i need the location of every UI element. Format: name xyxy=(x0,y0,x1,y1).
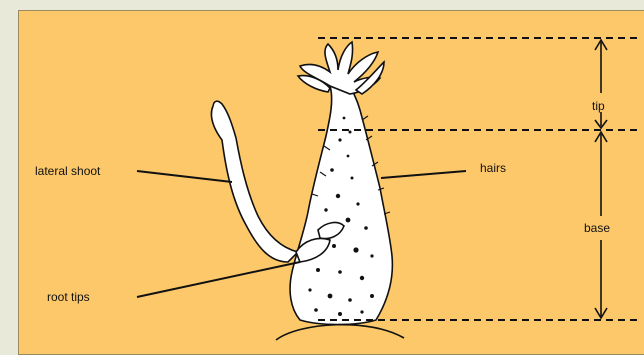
label-tip: tip xyxy=(592,99,605,113)
lateral-shoot-leader xyxy=(137,171,232,182)
dimension-arrows xyxy=(595,40,607,318)
hairs-leader xyxy=(381,171,466,178)
label-base: base xyxy=(584,221,610,235)
root-tips-leader xyxy=(137,262,300,297)
label-root-tips: root tips xyxy=(47,290,90,304)
soil-line xyxy=(276,325,404,340)
label-hairs: hairs xyxy=(480,161,506,175)
plant-drawing xyxy=(211,42,392,325)
stem-body xyxy=(290,80,392,325)
label-lateral-shoot: lateral shoot xyxy=(35,164,101,178)
